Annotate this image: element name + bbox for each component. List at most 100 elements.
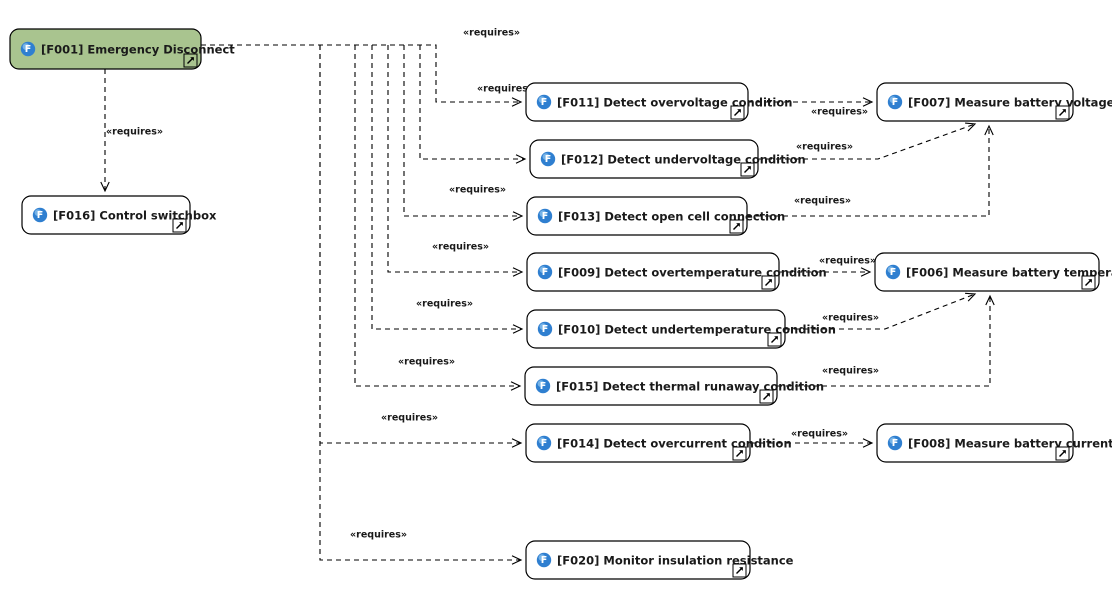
node-body[interactable] (525, 82, 749, 122)
feature-icon: F (536, 435, 552, 451)
node-body[interactable] (9, 28, 202, 70)
edge-label: «requires» (449, 185, 506, 196)
node-body[interactable] (876, 423, 1074, 463)
arrowhead-icon (965, 122, 977, 132)
edge-path (403, 45, 522, 217)
node-body[interactable] (526, 196, 748, 236)
open-element-icon[interactable] (1055, 105, 1070, 120)
open-element-icon[interactable] (761, 275, 776, 290)
edge-f001-to-f016[interactable]: «requires» (100, 69, 163, 193)
node-f008[interactable]: F[F008] Measure battery current (876, 423, 1112, 463)
open-element-icon[interactable] (759, 389, 774, 404)
node-body[interactable] (529, 139, 759, 179)
open-element-icon[interactable] (732, 446, 747, 461)
node-body[interactable] (874, 252, 1100, 292)
node-label: [F015] Detect thermal runaway condition (556, 380, 824, 394)
svg-text:F: F (25, 44, 32, 55)
arrowhead-icon (984, 124, 994, 136)
node-body[interactable] (525, 423, 751, 463)
node-f020[interactable]: F[F020] Monitor insulation resistance (525, 540, 794, 580)
arrowhead-icon (510, 381, 522, 391)
open-element-icon[interactable] (1055, 446, 1070, 461)
edge-f013-to-f007[interactable]: «requires» (747, 124, 994, 217)
node-f009[interactable]: F[F009] Detect overtemperature condition (526, 252, 827, 292)
node-label: [F011] Detect overvoltage condition (557, 96, 792, 110)
edge-f014-to-f008[interactable]: «requires» (750, 429, 874, 448)
node-f006[interactable]: F [F006] Measure battery temperature (874, 252, 1112, 292)
node-body[interactable] (21, 195, 191, 235)
edge-layer: «requires» «requires» «requires» «requires»… (100, 28, 995, 565)
open-element-icon[interactable] (172, 218, 187, 233)
edge-f011-to-f007[interactable]: «requires» (748, 97, 874, 118)
edge-label: «requires» (822, 313, 879, 324)
edge-f009-to-f006[interactable]: «requires» (779, 256, 876, 277)
edge-label: «requires» (463, 28, 520, 39)
feature-icon: F (885, 264, 901, 280)
open-element-icon[interactable] (732, 563, 747, 578)
feature-icon: F (540, 151, 556, 167)
node-body[interactable] (526, 252, 780, 292)
node-f012[interactable]: F[F012] Detect undervoltage condition (529, 139, 806, 179)
node-f015[interactable]: F [F015] Detect thermal runaway condition (524, 366, 824, 406)
node-body[interactable] (526, 309, 786, 349)
node-f007[interactable]: F [F007] Measure battery voltage (876, 82, 1112, 122)
open-element-icon[interactable] (740, 162, 755, 177)
svg-text:F: F (540, 381, 547, 392)
open-element-icon[interactable] (1081, 275, 1096, 290)
arrowhead-icon (862, 97, 874, 107)
svg-text:F: F (892, 97, 899, 108)
edge-f015-to-f006[interactable]: «requires» (777, 294, 995, 387)
svg-text:F: F (37, 210, 44, 221)
svg-text:F: F (545, 154, 552, 165)
node-body[interactable] (525, 540, 751, 580)
node-body[interactable] (524, 366, 778, 406)
svg-text:F: F (541, 438, 548, 449)
open-element-icon[interactable] (729, 219, 744, 234)
open-element-icon[interactable] (730, 105, 745, 120)
open-element-icon[interactable] (767, 332, 782, 347)
feature-icon: F (887, 94, 903, 110)
node-label: [F006] Measure battery temperature (906, 266, 1112, 280)
edge-f010-to-f006[interactable]: «requires» (785, 292, 977, 330)
edge-path (758, 123, 976, 160)
arrowhead-icon (511, 555, 523, 565)
node-f014[interactable]: F [F014] Detect overcurrent condition (525, 423, 792, 463)
arrowhead-icon (511, 97, 523, 107)
node-body[interactable] (876, 82, 1074, 122)
arrowhead-icon (985, 294, 995, 306)
edge-label: «requires» (350, 530, 407, 541)
edge-f001-to-f011[interactable]: «requires» (201, 28, 523, 107)
feature-icon: F (536, 552, 552, 568)
node-f011[interactable]: F [F011] Detect overvoltage condition (525, 82, 792, 122)
edge-path (319, 45, 521, 444)
node-label: [F013] Detect open cell connection (558, 210, 785, 224)
edge-f001-to-f012[interactable]: «requires» (419, 45, 534, 164)
edge-f001-to-f014[interactable]: «requires» (319, 45, 523, 448)
edge-f001-to-f015[interactable]: «requires» (354, 45, 522, 391)
node-label: [F007] Measure battery voltage (908, 96, 1112, 110)
node-f013[interactable]: F[F013] Detect open cell connection (526, 196, 785, 236)
edge-label: «requires» (432, 242, 489, 253)
feature-icon: F (537, 264, 553, 280)
svg-text:F: F (542, 267, 549, 278)
edge-f001-to-f010[interactable]: «requires» (371, 45, 524, 334)
edge-f001-to-f013[interactable]: «requires» (403, 45, 524, 221)
open-element-icon[interactable] (183, 53, 198, 68)
svg-text:F: F (892, 438, 899, 449)
edge-f012-to-f007[interactable]: «requires» (758, 122, 977, 160)
edge-label: «requires» (398, 357, 455, 368)
node-f016[interactable]: F[F016] Control switchbox (21, 195, 217, 235)
edge-label: «requires» (796, 142, 853, 153)
arrowhead-icon (511, 438, 523, 448)
edge-label: «requires» (794, 196, 851, 207)
svg-text:F: F (541, 97, 548, 108)
node-f001[interactable]: F [F001] Emergency Disconnect (9, 28, 235, 70)
edge-f001-to-f009[interactable]: «requires» (387, 45, 524, 277)
edge-f001-to-f020[interactable]: «requires» (319, 45, 523, 565)
arrowhead-icon (515, 154, 527, 164)
node-label: [F014] Detect overcurrent condition (557, 437, 792, 451)
node-f010[interactable]: F[F010] Detect undertemperature conditio… (526, 309, 836, 349)
edge-path (777, 296, 991, 387)
node-label: [F001] Emergency Disconnect (41, 43, 235, 57)
